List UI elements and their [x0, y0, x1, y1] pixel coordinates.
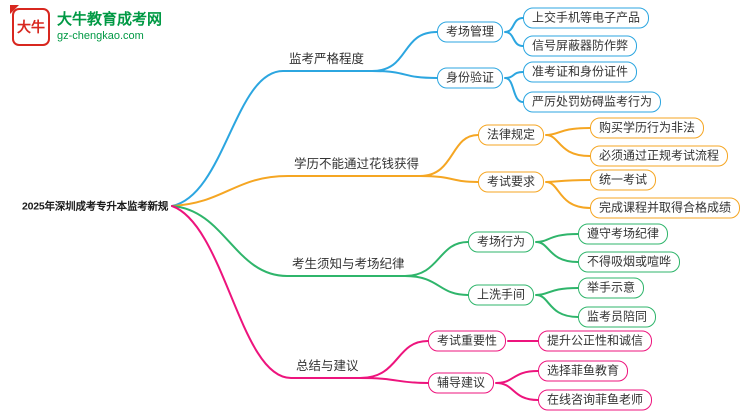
logo-icon: 大牛: [10, 5, 50, 46]
branch-4-connector: [171, 205, 539, 401]
branch-3-leaf-2-1: 举手示意: [578, 277, 645, 299]
branch-2-child-2: 考试要求: [478, 171, 545, 193]
branch-1-leaf-2-1: 准考证和身份证件: [523, 61, 638, 83]
logo-url: gz-chengkao.com: [57, 30, 144, 42]
branch-1-label: 监考严格程度: [289, 52, 365, 66]
branch-3-leaf-1-1: 遵守考场纪律: [578, 223, 669, 245]
branch-1-child-2: 身份验证: [437, 67, 504, 89]
logo-text: 大牛教育成考网 gz-chengkao.com: [57, 8, 162, 43]
branch-2-child-1: 法律规定: [478, 124, 545, 146]
branch-4-label: 总结与建议: [296, 359, 359, 373]
root-node: 2025年深圳成考专升本监考新规: [22, 200, 169, 213]
branch-2-connector: [171, 127, 591, 209]
branch-4-child-1: 考试重要性: [428, 330, 507, 352]
branch-2-leaf-2-2: 完成课程并取得合格成绩: [590, 197, 741, 219]
branch-4-leaf-2-2: 在线咨询菲鱼老师: [538, 389, 653, 411]
branch-1-leaf-1-1: 上交手机等电子产品: [523, 7, 650, 29]
branch-4-child-2: 辅导建议: [428, 372, 495, 394]
logo-badge: 大牛: [17, 19, 45, 35]
branch-3-leaf-1-2: 不得吸烟或喧哗: [578, 251, 681, 273]
branch-4-leaf-1-1: 提升公正性和诚信: [538, 330, 653, 352]
branch-3-connector: [171, 205, 579, 318]
branch-3-leaf-2-2: 监考员陪同: [578, 306, 657, 328]
branch-2-leaf-1-1: 购买学历行为非法: [590, 117, 705, 139]
branch-3-child-2: 上洗手间: [468, 284, 535, 306]
branch-1-connector: [171, 17, 524, 207]
logo-title: 大牛教育成考网: [57, 11, 163, 28]
branch-3-label: 考生须知与考场纪律: [292, 257, 405, 271]
logo-flag-icon: [10, 5, 19, 14]
branch-2-leaf-2-1: 统一考试: [590, 169, 657, 191]
logo: 大牛 大牛教育成考网 gz-chengkao.com: [10, 5, 162, 46]
branch-2-label: 学历不能通过花钱获得: [294, 157, 420, 171]
branch-1-child-1: 考场管理: [437, 21, 504, 43]
branch-1-leaf-2-2: 严厉处罚妨碍监考行为: [523, 91, 662, 113]
branch-2-leaf-1-2: 必须通过正规考试流程: [590, 145, 729, 167]
branch-1-leaf-1-2: 信号屏蔽器防作弊: [523, 35, 638, 57]
branch-3-child-1: 考场行为: [468, 231, 535, 253]
branch-4-leaf-2-1: 选择菲鱼教育: [538, 360, 629, 382]
